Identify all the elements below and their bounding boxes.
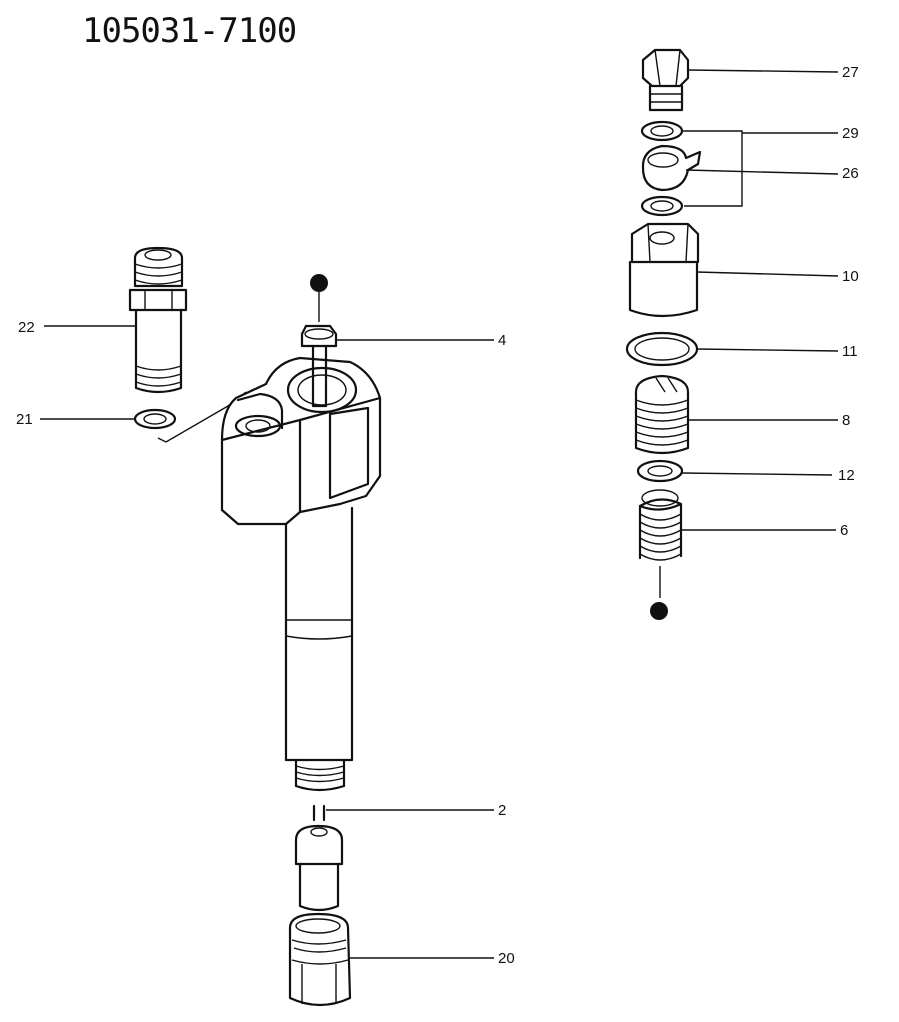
inlet-washer-part	[133, 408, 177, 430]
callout-12: 12	[838, 467, 855, 484]
gasket-upper-part	[640, 120, 684, 142]
main-callouts: 4 2 20	[326, 332, 515, 967]
adjusting-screw-part	[634, 374, 690, 455]
callout-20: 20	[498, 950, 515, 967]
retaining-nut-part	[288, 912, 352, 1007]
callout-27: 27	[842, 64, 859, 81]
callout-10: 10	[842, 268, 859, 285]
cap-nut-part	[628, 222, 700, 318]
inlet-connector-part	[128, 246, 188, 394]
connection-dot-lower-right	[650, 602, 668, 620]
right-callouts: 27 29 26 10 11 8 12 6	[681, 64, 859, 539]
left-callouts: 22 21	[16, 319, 136, 428]
spring-part	[638, 489, 683, 598]
callout-6: 6	[840, 522, 848, 539]
callout-22: 22	[18, 319, 35, 336]
nozzle-holder-body-part	[220, 356, 382, 792]
hollow-bolt-part	[641, 48, 690, 112]
push-rod-part	[300, 324, 338, 408]
callout-21: 21	[16, 411, 33, 428]
washer-part	[625, 331, 699, 367]
small-washer-part	[636, 459, 684, 483]
callout-11: 11	[842, 343, 858, 360]
eye-fitting-part	[641, 144, 702, 192]
callout-26: 26	[842, 165, 859, 182]
connection-dot-upper	[310, 274, 328, 292]
callout-2: 2	[498, 802, 506, 819]
part-number-title: 105031-7100	[82, 11, 296, 51]
nozzle-part	[294, 804, 344, 912]
callout-4: 4	[498, 332, 506, 349]
callout-29: 29	[842, 125, 859, 142]
gasket-lower-part	[640, 195, 684, 217]
callout-8: 8	[842, 412, 850, 429]
